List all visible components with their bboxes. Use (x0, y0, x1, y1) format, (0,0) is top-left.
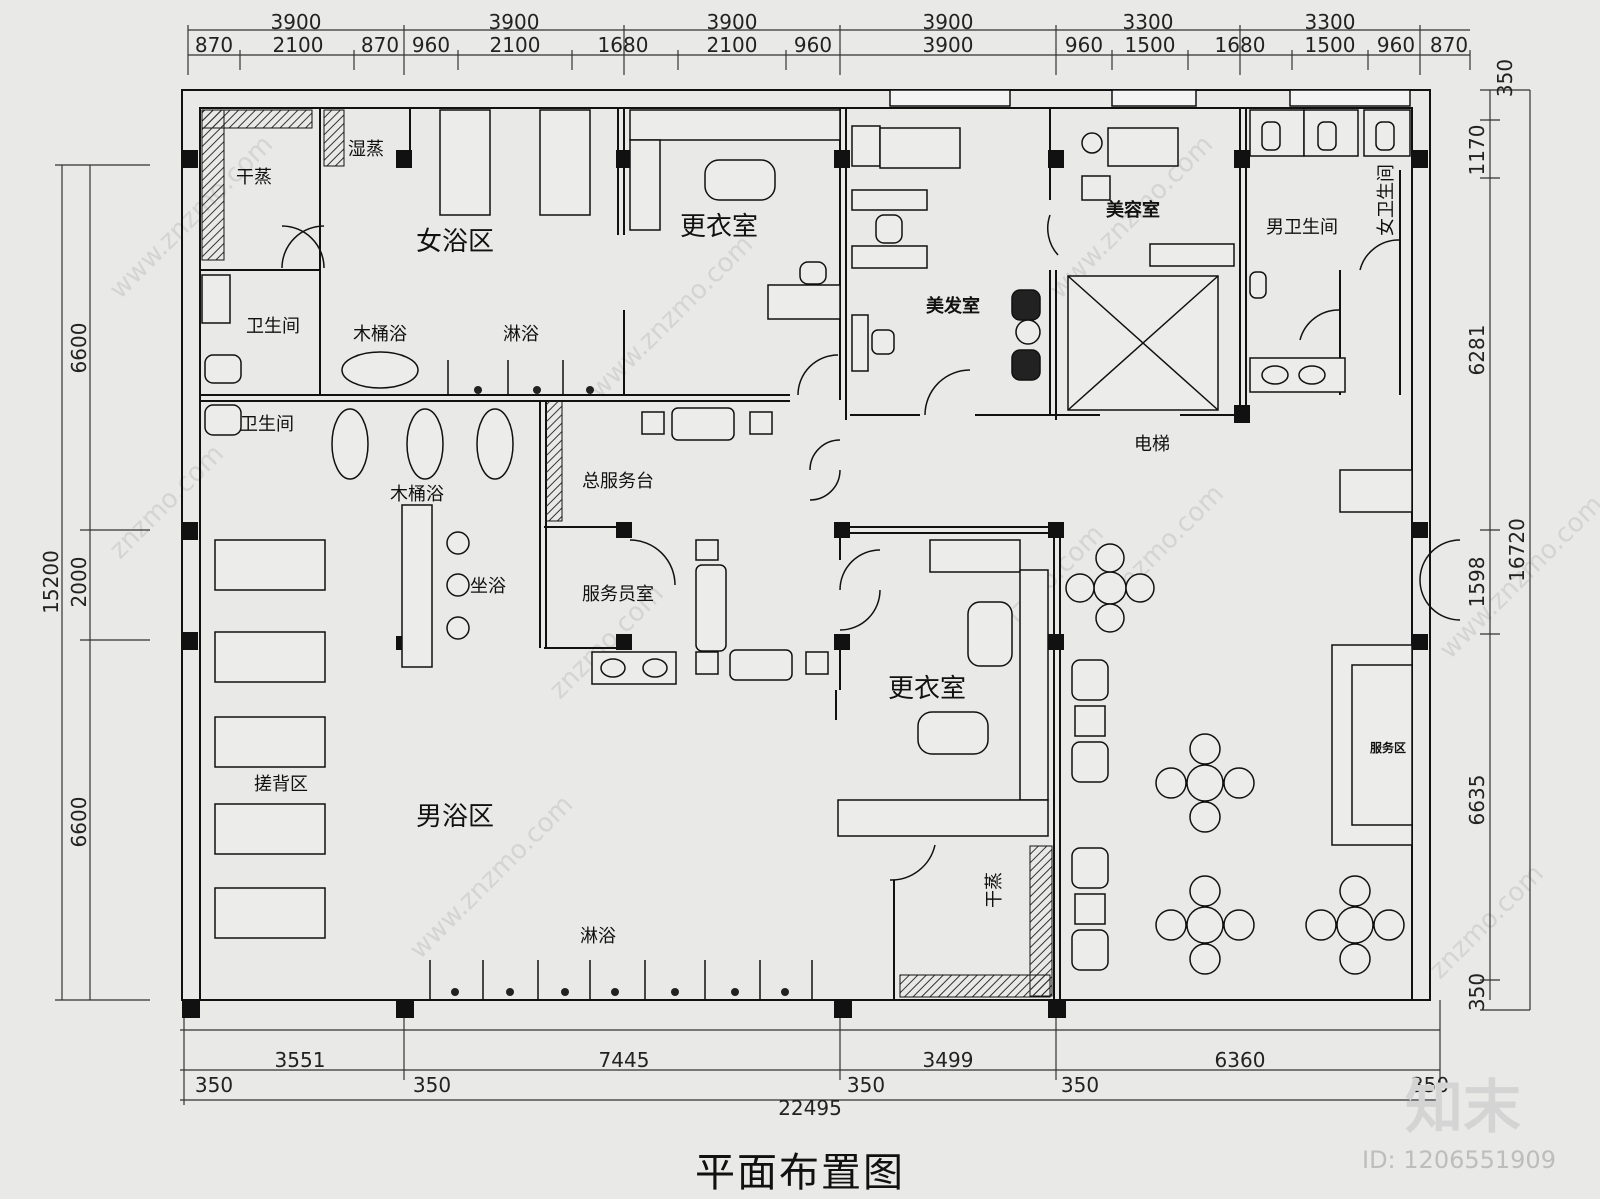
dim-label: 350 (1493, 59, 1517, 97)
dim-label: 1170 (1465, 125, 1489, 176)
room-label-wet-steam: 湿蒸 (348, 139, 384, 160)
watermark-text: www.znzmo.com (584, 230, 759, 405)
dim-label: 3499 (923, 1048, 974, 1072)
dim-label: 3551 (275, 1048, 326, 1072)
watermark-logo: 知末 (1405, 1073, 1522, 1141)
room-label-staff-room: 服务员室 (582, 584, 654, 605)
dim-label: 7445 (599, 1048, 650, 1072)
room-label-men-wc: 男卫生间 (1266, 217, 1338, 238)
dim-label: 960 (1377, 33, 1415, 57)
room-label-front-desk: 总服务台 (582, 471, 654, 492)
room-label-salon: 美发室 (926, 295, 980, 317)
dim-label: 6600 (67, 797, 91, 848)
walls (181, 89, 1431, 1001)
room-label-women-bath: 女浴区 (416, 227, 494, 257)
dim-label: 2100 (273, 33, 324, 57)
dim-label: 1680 (598, 33, 649, 57)
windows (889, 89, 1411, 107)
room-label-beauty: 美容室 (1106, 199, 1160, 221)
dim-label: 350 (1465, 973, 1489, 1011)
dim-label: 3900 (707, 10, 758, 34)
dim-label: 2100 (490, 33, 541, 57)
dim-label: 6600 (67, 323, 91, 374)
dim-label: 1500 (1305, 33, 1356, 57)
furniture (201, 109, 1413, 939)
dimensions-right: 350 1170 6281 1598 6635 350 16720 (1465, 59, 1529, 1011)
dim-label: 960 (794, 33, 832, 57)
dim-label: 16720 (1505, 518, 1529, 582)
room-label-women-wc: 女卫生间 (1376, 164, 1397, 236)
dim-label: 2100 (707, 33, 758, 57)
room-label-toilet-1: 卫生间 (246, 316, 300, 337)
room-label-sit-bath: 坐浴 (470, 576, 506, 597)
dim-label: 1598 (1465, 557, 1489, 608)
room-label-shower-2: 淋浴 (580, 926, 616, 947)
doors (281, 214, 1461, 881)
dimensions-bottom: 3551 7445 3499 6360 350 350 350 350 350 … (195, 1048, 1449, 1120)
room-label-back-scrub: 搓背区 (254, 774, 308, 795)
room-label-shower-1: 淋浴 (503, 324, 539, 345)
dim-label: 3900 (923, 33, 974, 57)
table-set (1155, 875, 1255, 975)
page-title: 平面布置图 (695, 1150, 905, 1196)
dim-label: 22495 (778, 1096, 842, 1120)
dim-label: 6360 (1215, 1048, 1266, 1072)
dim-label: 350 (413, 1073, 451, 1097)
dimensions-top: 3900 3900 3900 3900 3300 3300 870 2100 8… (195, 10, 1468, 57)
dim-label: 350 (1411, 1073, 1449, 1097)
dim-label: 6281 (1465, 325, 1489, 376)
dimensions-left: 6600 15200 2000 6600 (39, 323, 91, 848)
watermark-text: znzmo.com (1424, 859, 1550, 985)
image-id-label: ID: 1206551909 (1362, 1146, 1556, 1174)
room-label-wood-tub-1: 木桶浴 (353, 324, 407, 345)
dim-label: 6635 (1465, 775, 1489, 826)
dim-label: 870 (195, 33, 233, 57)
dim-label: 3300 (1305, 10, 1356, 34)
room-label-elevator: 电梯 (1134, 434, 1170, 455)
dim-label: 870 (1430, 33, 1468, 57)
room-label-toilet-2: 卫生间 (240, 414, 294, 435)
dim-label: 350 (195, 1073, 233, 1097)
room-label-dry-sauna-2: 干蒸 (984, 872, 1005, 908)
dim-label: 350 (1061, 1073, 1099, 1097)
dim-label: 1680 (1215, 33, 1266, 57)
room-label-dry-sauna: 干蒸 (236, 167, 272, 188)
room-label-wood-tub-2: 木桶浴 (390, 484, 444, 505)
dim-label: 15200 (39, 550, 63, 614)
shower-heads (451, 386, 789, 996)
room-label-changing-top: 更衣室 (680, 212, 758, 242)
dim-label: 350 (847, 1073, 885, 1097)
table-set (1305, 875, 1405, 975)
table-sets (1065, 543, 1405, 975)
columns (182, 150, 1428, 1018)
dim-label: 960 (1065, 33, 1103, 57)
dim-label: 870 (361, 33, 399, 57)
table-set (1065, 543, 1155, 633)
dim-label: 3900 (923, 10, 974, 34)
dim-label: 960 (412, 33, 450, 57)
sauna-walls (201, 109, 1053, 998)
room-label-men-bath: 男浴区 (416, 802, 494, 832)
watermark-text: znzmo.com (104, 439, 230, 565)
dim-label: 3900 (489, 10, 540, 34)
dim-label: 1500 (1125, 33, 1176, 57)
room-labels: 干蒸 湿蒸 女浴区 更衣室 卫生间 木桶浴 淋浴 卫生间 木桶浴 坐浴 总服务台… (236, 139, 1406, 947)
shower-dividers (429, 360, 813, 1000)
room-label-service-area: 服务区 (1370, 740, 1406, 755)
dim-label: 3300 (1123, 10, 1174, 34)
dim-label: 2000 (67, 557, 91, 608)
room-label-changing-bottom: 更衣室 (888, 674, 966, 704)
dimension-lines (55, 25, 1531, 1105)
dim-label: 3900 (271, 10, 322, 34)
table-set (1155, 733, 1255, 833)
